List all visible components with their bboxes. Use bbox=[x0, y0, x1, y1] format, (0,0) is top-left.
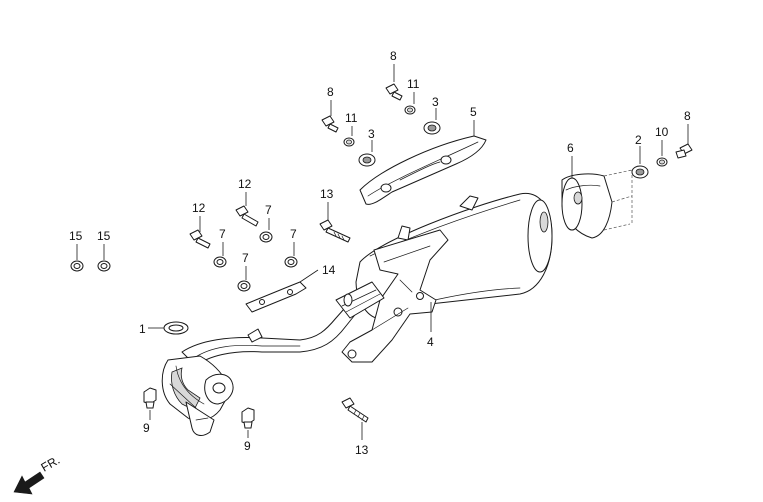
label-part-7a: 7 bbox=[265, 203, 272, 217]
front-arrow-icon bbox=[13, 471, 45, 495]
label-part-8a: 8 bbox=[327, 85, 334, 99]
washers-7 bbox=[213, 231, 298, 292]
label-part-7b: 7 bbox=[219, 227, 226, 241]
bolts-8 bbox=[321, 83, 693, 159]
grommets-3 bbox=[358, 121, 441, 167]
muffler-bracket bbox=[335, 229, 449, 363]
label-part-4: 4 bbox=[427, 335, 434, 349]
muffler-end-cap bbox=[561, 169, 633, 239]
nuts-9 bbox=[143, 387, 255, 429]
label-part-15b: 15 bbox=[97, 229, 111, 243]
exhaust-pipe bbox=[161, 299, 363, 436]
label-part-8b: 8 bbox=[390, 49, 397, 63]
label-part-5: 5 bbox=[470, 105, 477, 119]
label-part-1: 1 bbox=[139, 322, 146, 336]
label-part-8c: 8 bbox=[684, 109, 691, 123]
label-part-9b: 9 bbox=[244, 439, 251, 453]
label-part-6: 6 bbox=[567, 141, 574, 155]
grommet-2 bbox=[631, 165, 649, 179]
label-part-13b: 13 bbox=[355, 443, 369, 457]
front-direction-label: FR. bbox=[39, 453, 63, 475]
label-part-7d: 7 bbox=[242, 251, 249, 265]
label-part-12a: 12 bbox=[238, 177, 252, 191]
collar-10 bbox=[656, 157, 668, 167]
label-part-11a: 11 bbox=[345, 111, 358, 125]
label-part-15a: 15 bbox=[69, 229, 83, 243]
label-part-3a: 3 bbox=[368, 127, 375, 141]
bolts-12 bbox=[189, 205, 259, 249]
label-part-9a: 9 bbox=[143, 421, 150, 435]
label-part-2: 2 bbox=[635, 133, 642, 147]
heat-shield bbox=[359, 135, 487, 205]
label-part-11b: 11 bbox=[407, 77, 420, 91]
bracket-plate bbox=[245, 281, 307, 313]
gasket bbox=[163, 321, 189, 335]
label-part-7c: 7 bbox=[290, 227, 297, 241]
label-part-3b: 3 bbox=[432, 95, 439, 109]
washers-15 bbox=[70, 260, 111, 272]
collars-11 bbox=[343, 105, 416, 147]
leader-lines bbox=[76, 64, 689, 440]
label-part-14: 14 bbox=[322, 263, 336, 277]
bolts-13 bbox=[319, 219, 369, 423]
front-direction-indicator: FR. bbox=[13, 453, 63, 495]
label-part-12b: 12 bbox=[192, 201, 206, 215]
label-part-10: 10 bbox=[655, 125, 669, 139]
part-labels: 1 2 3 3 4 5 6 7 7 7 7 8 8 8 9 9 10 11 11… bbox=[69, 49, 691, 457]
label-part-13a: 13 bbox=[320, 187, 334, 201]
